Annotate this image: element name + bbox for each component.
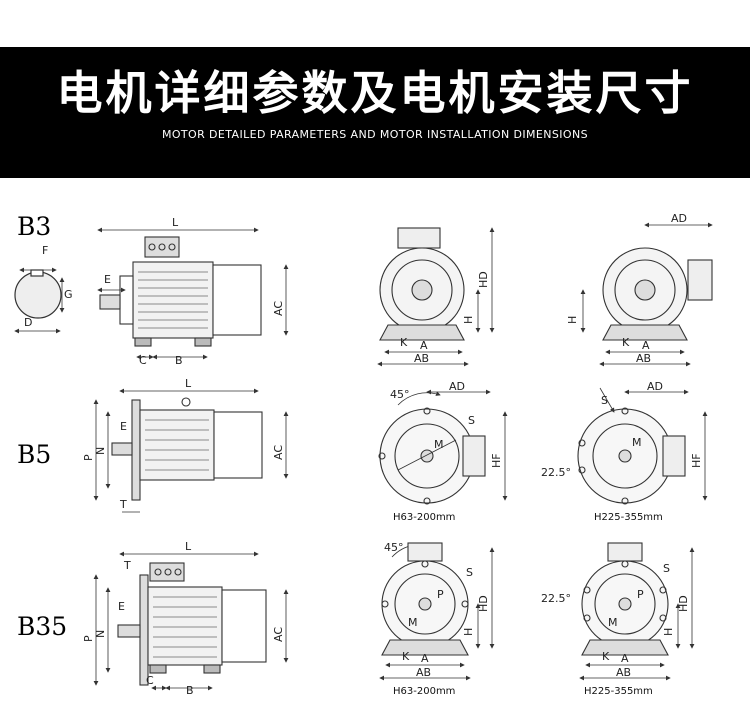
dim-label-ab-b3-large: AB	[636, 352, 651, 365]
dim-label-ab-b3-small: AB	[414, 352, 429, 365]
dim-label-ad-b3-large: AD	[671, 212, 687, 225]
dim-label-ab-b35-large: AB	[616, 666, 631, 679]
dim-label-hd-b35-small: HD	[477, 595, 490, 612]
dim-label-f: F	[42, 244, 48, 257]
dim-label-b-b35: B	[186, 684, 194, 697]
dim-label-ad-b5-small: AD	[449, 380, 465, 393]
dim-label-h-b3-large: H	[566, 316, 579, 324]
dim-label-k-b3-large: K	[622, 336, 630, 349]
dim-label-e-b3: E	[104, 273, 111, 286]
dim-label-s-b5-small: S	[468, 414, 475, 427]
dim-label-ad-b5-large: AD	[647, 380, 663, 393]
page-title: 电机详细参数及电机安装尺寸	[56, 66, 694, 120]
dim-label-hf-b5-small: HF	[490, 453, 503, 468]
mount-label-b3: B3	[17, 212, 52, 241]
dim-label-h-b35-large: H	[662, 628, 675, 636]
dim-label-ac-b5: AC	[272, 445, 285, 460]
b35-front-view-large	[579, 542, 695, 681]
dim-label-p-b35-small: P	[437, 588, 444, 601]
dim-label-a-b35-small: A	[421, 652, 429, 665]
dim-label-t-b35: T	[123, 559, 131, 572]
dim-label-hd-b3-small: HD	[477, 271, 490, 288]
dim-label-m-b35-large: M	[608, 616, 618, 629]
dim-label-b-b3: B	[175, 354, 183, 367]
dim-label-n-b5: N	[94, 447, 107, 455]
dim-label-22-b35-large: 22.5°	[541, 592, 571, 605]
dim-label-45-b35-small: 45°	[384, 541, 404, 554]
b5-side-view	[93, 388, 289, 513]
dim-label-l-b35: L	[185, 540, 192, 553]
dim-label-a-b35-large: A	[621, 652, 629, 665]
range-caption-b35-large: H225-355mm	[584, 686, 653, 697]
dim-label-l-b3: L	[172, 216, 179, 229]
dim-label-p-b35: P	[82, 635, 95, 642]
mount-label-b35: B35	[17, 612, 68, 641]
dim-label-k-b3-small: K	[400, 336, 408, 349]
range-caption-b5-large: H225-355mm	[594, 512, 663, 523]
dim-label-ac-b3: AC	[272, 301, 285, 316]
b3-side-view	[97, 227, 289, 360]
dim-label-d: D	[24, 316, 32, 329]
b35-side-view	[93, 551, 289, 691]
range-caption-b35-small: H63-200mm	[393, 686, 456, 697]
dim-label-ab-b35-small: AB	[416, 666, 431, 679]
dim-label-n-b35: N	[94, 630, 107, 638]
b5-flange-view-large	[577, 387, 708, 505]
dim-label-c-b35: C	[146, 674, 154, 687]
dim-label-p-b35-large: P	[637, 588, 644, 601]
dim-label-45-b5-small: 45°	[390, 388, 410, 401]
dim-label-k-b35-large: K	[602, 650, 610, 663]
dim-label-s-b5-large: S	[601, 394, 608, 407]
dim-label-e-b35: E	[118, 600, 125, 613]
b35-front-view-small	[379, 542, 495, 681]
dim-label-s-b35-small: S	[466, 566, 473, 579]
dim-label-hf-b5-large: HF	[690, 453, 703, 468]
dim-label-hd-b35-large: HD	[677, 595, 690, 612]
dim-label-c-b3: C	[139, 354, 147, 367]
dim-label-22-b5-large: 22.5°	[541, 466, 571, 479]
dim-label-k-b35-small: K	[402, 650, 410, 663]
dim-label-g: G	[64, 288, 73, 301]
b3-front-view-small	[377, 227, 495, 367]
dim-label-m-b35-small: M	[408, 616, 418, 629]
dim-label-p-b5: P	[82, 454, 95, 461]
dim-label-ac-b35: AC	[272, 627, 285, 642]
dim-label-e-b5: E	[120, 420, 127, 433]
dim-label-a-b3-large: A	[642, 339, 650, 352]
b3-front-view-large	[580, 222, 713, 367]
dim-label-l-b5: L	[185, 377, 192, 390]
dim-label-t-b5: T	[119, 498, 127, 511]
header-banner	[0, 47, 750, 178]
mount-label-b5: B5	[17, 440, 52, 469]
dim-label-m-b5-small: M	[434, 438, 444, 451]
page-subtitle: MOTOR DETAILED PARAMETERS AND MOTOR INST…	[161, 128, 588, 141]
dim-label-a-b3-small: A	[420, 339, 428, 352]
b5-flange-view-small	[378, 389, 508, 505]
range-caption-b5-small: H63-200mm	[393, 512, 456, 523]
shaft-section-drawing	[14, 267, 65, 334]
dim-label-m-b5-large: M	[632, 436, 642, 449]
dim-label-h-b35-small: H	[462, 628, 475, 636]
dim-label-h-b3-small: H	[462, 316, 475, 324]
dim-label-s-b35-large: S	[663, 562, 670, 575]
